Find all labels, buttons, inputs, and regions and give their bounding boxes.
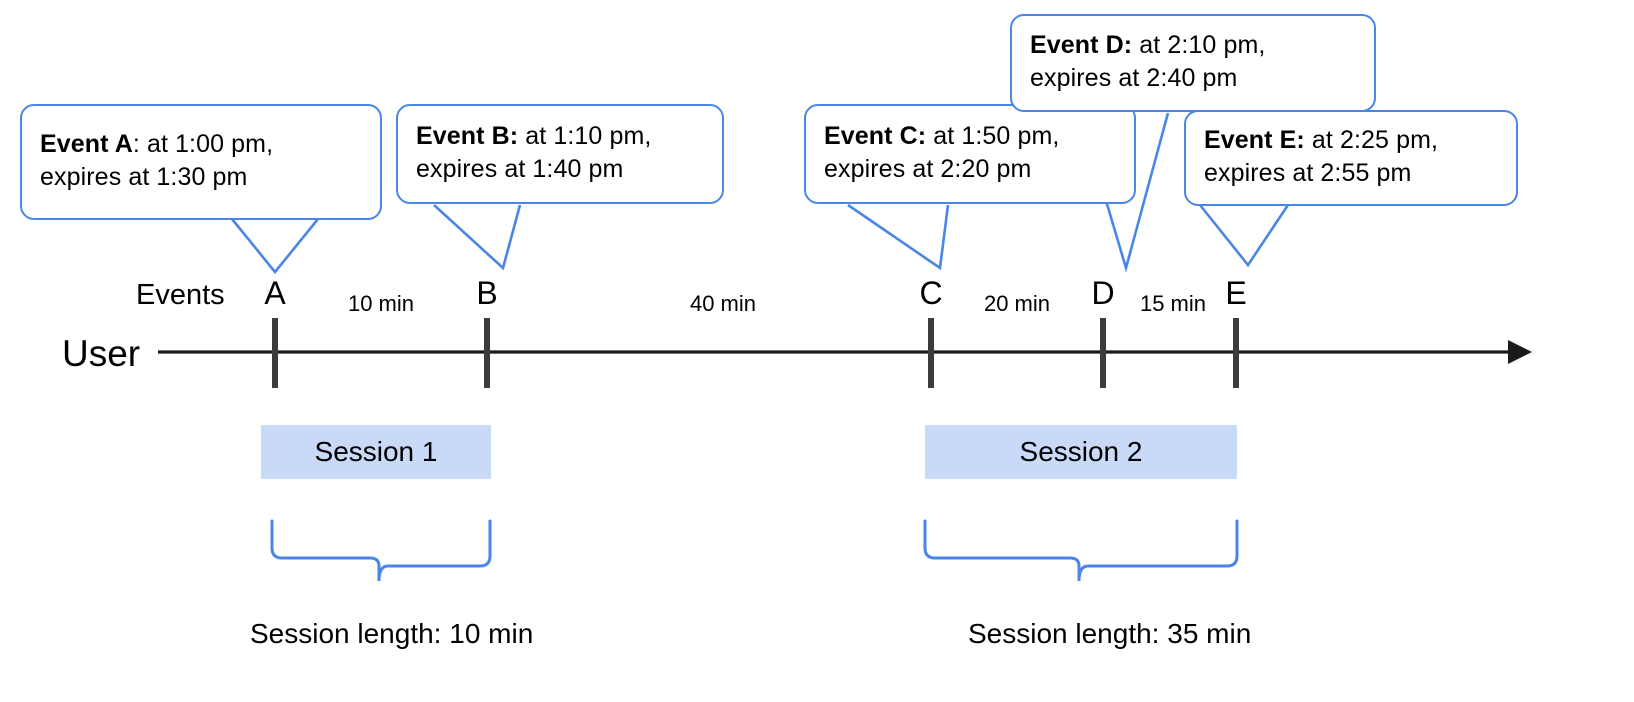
callout-event-c[interactable]: Event C: at 1:50 pm, expires at 2:20 pm bbox=[804, 104, 1136, 204]
callout-event-a-sep: : bbox=[132, 130, 140, 158]
callout-event-d-text: Event D: at 2:10 pm, expires at 2:40 pm bbox=[1030, 29, 1265, 95]
tick-label-d: D bbox=[1091, 275, 1115, 311]
user-actor-label: User bbox=[62, 333, 141, 374]
gap-label-d-e: 15 min bbox=[1139, 291, 1207, 316]
callout-event-b-line2: expires at 1:40 pm bbox=[416, 155, 624, 183]
callout-event-b-text: Event B: at 1:10 pm, expires at 1:40 pm bbox=[416, 120, 651, 186]
callout-event-e-line1: at 2:25 pm, bbox=[1304, 126, 1439, 154]
leader-line-a bbox=[230, 218, 320, 275]
gap-label-b-c: 40 min bbox=[689, 291, 757, 316]
leader-line-b bbox=[433, 204, 522, 271]
callout-event-c-line2: expires at 2:20 pm bbox=[824, 155, 1032, 183]
events-row-label: Events bbox=[136, 279, 225, 311]
callout-event-d-title: Event D: bbox=[1030, 31, 1133, 59]
callout-event-d-line1: at 2:10 pm, bbox=[1132, 31, 1266, 59]
callout-event-a[interactable]: Event A: at 1:00 pm, expires at 1:30 pm bbox=[20, 104, 382, 220]
tick-label-c: C bbox=[919, 275, 943, 311]
session-block-1-label: Session 1 bbox=[314, 436, 438, 467]
leader-line-e bbox=[1198, 204, 1290, 268]
callout-event-e-line2: expires at 2:55 pm bbox=[1204, 159, 1412, 187]
tick-label-b: B bbox=[476, 275, 498, 311]
leader-line-c bbox=[847, 203, 950, 271]
callout-event-d[interactable]: Event D: at 2:10 pm, expires at 2:40 pm bbox=[1010, 14, 1376, 112]
callout-event-e[interactable]: Event E: at 2:25 pm, expires at 2:55 pm bbox=[1184, 110, 1518, 206]
session-block-2-label: Session 2 bbox=[1019, 436, 1143, 467]
gap-label-c-d: 20 min bbox=[983, 291, 1051, 316]
session-1-length-caption: Session length: 10 min bbox=[250, 618, 534, 649]
callout-event-b-title: Event B: bbox=[416, 122, 519, 150]
callout-event-c-line1: at 1:50 pm, bbox=[926, 122, 1060, 150]
session-2-length-caption: Session length: 35 min bbox=[968, 618, 1252, 649]
callout-event-a-line2: expires at 1:30 pm bbox=[40, 163, 248, 191]
tick-label-a: A bbox=[264, 275, 286, 311]
callout-event-a-text: Event A: at 1:00 pm, expires at 1:30 pm bbox=[40, 128, 273, 194]
gap-label-a-b: 10 min bbox=[347, 291, 415, 316]
callout-event-c-title: Event C: bbox=[824, 122, 927, 150]
callout-event-b-line1: at 1:10 pm, bbox=[518, 122, 652, 150]
session-block-2[interactable]: Session 2 bbox=[925, 425, 1237, 479]
callout-event-a-title: Event A bbox=[40, 130, 133, 158]
session-block-1[interactable]: Session 1 bbox=[261, 425, 491, 479]
callout-event-e-text: Event E: at 2:25 pm, expires at 2:55 pm bbox=[1204, 124, 1438, 190]
callout-event-b[interactable]: Event B: at 1:10 pm, expires at 1:40 pm bbox=[396, 104, 724, 204]
callout-event-d-line2: expires at 2:40 pm bbox=[1030, 64, 1238, 92]
callout-event-a-line1: at 1:00 pm, bbox=[139, 130, 274, 158]
callout-event-e-title: Event E: bbox=[1204, 126, 1305, 154]
callout-event-c-text: Event C: at 1:50 pm, expires at 2:20 pm bbox=[824, 120, 1059, 186]
tick-label-e: E bbox=[1225, 275, 1247, 311]
